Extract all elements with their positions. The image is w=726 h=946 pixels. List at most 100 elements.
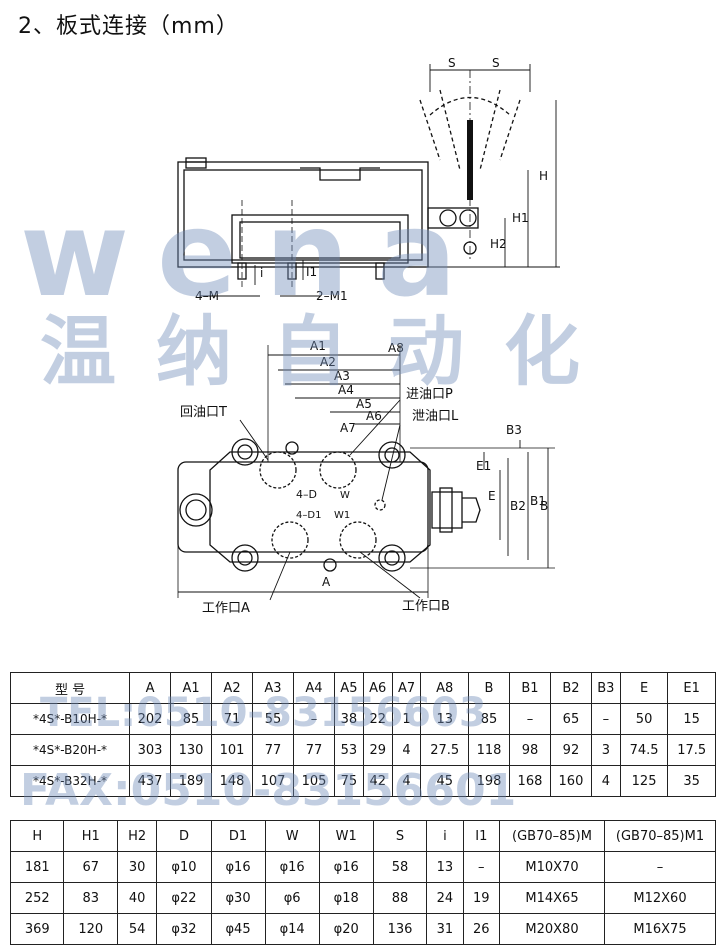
- table-row: 181 67 30 φ10 φ16 φ16 φ16 58 13 – M10X70…: [9, 851, 716, 883]
- label-a1: A1: [310, 339, 326, 353]
- table-header: B3: [590, 672, 621, 704]
- table-cell: 120: [63, 913, 118, 945]
- table-cell: 369: [9, 913, 65, 945]
- table-cell: *4S*-B20H-*: [9, 734, 131, 766]
- table-header: D: [156, 820, 212, 852]
- label-a3: A3: [334, 369, 350, 383]
- label-port-a: 工作口A: [202, 601, 250, 616]
- table-header: i: [426, 820, 464, 852]
- table-header: A3: [252, 672, 294, 704]
- dimension-table-1: 型 号 A A1 A2 A3 A4 A5 A6 A7 A8 B B1 B2 B3…: [9, 672, 716, 797]
- label-a4: A4: [338, 383, 354, 397]
- table-cell: 189: [170, 765, 213, 797]
- table-cell: 50: [619, 703, 669, 735]
- table-cell: 71: [211, 703, 253, 735]
- table-cell: φ16: [210, 851, 266, 883]
- side-view: [177, 64, 560, 297]
- table-cell: M16X75: [604, 913, 716, 945]
- table-cell: 40: [116, 882, 158, 914]
- table-header: A2: [211, 672, 253, 704]
- label-b: B: [540, 499, 548, 513]
- table-cell: 202: [129, 703, 172, 735]
- table-cell: 85: [467, 703, 510, 735]
- table-cell: 118: [467, 734, 510, 766]
- table-header: H2: [116, 820, 158, 852]
- table-cell: M14X65: [499, 882, 605, 914]
- table-cell: 92: [549, 734, 592, 766]
- plan-view: [177, 345, 555, 601]
- table-cell: –: [462, 851, 501, 883]
- table-cell: φ6: [264, 882, 320, 914]
- table-cell: M10X70: [499, 851, 605, 883]
- table-cell: 160: [549, 765, 592, 797]
- label-i: i: [260, 266, 263, 280]
- table-cell: 35: [667, 765, 716, 797]
- table-cell: –: [590, 703, 621, 735]
- label-port-p: 进油口P: [406, 387, 453, 402]
- label-m: 4–M: [195, 289, 219, 303]
- label-a8: A8: [388, 341, 404, 355]
- table-cell: 125: [619, 765, 669, 797]
- table-header: H1: [63, 820, 118, 852]
- table-cell: 168: [508, 765, 551, 797]
- label-h1: H1: [512, 211, 529, 225]
- table-header: A1: [170, 672, 213, 704]
- table-cell: 30: [116, 851, 158, 883]
- label-a: A: [322, 575, 331, 589]
- table-cell: 67: [63, 851, 118, 883]
- table-header-row: H H1 H2 D D1 W W1 S i I1 (GB70–85)M (GB7…: [9, 820, 716, 852]
- table-cell: 27.5: [420, 734, 469, 766]
- table-header: E: [619, 672, 669, 704]
- table-cell: φ45: [210, 913, 266, 945]
- label-b2: B2: [510, 499, 526, 513]
- table-cell: φ16: [264, 851, 320, 883]
- table-cell: 42: [362, 765, 393, 797]
- table-cell: M12X60: [604, 882, 716, 914]
- table-row: *4S*-B32H-* 437 189 148 107 105 75 42 4 …: [9, 765, 716, 797]
- table-cell: 22: [362, 703, 393, 735]
- table-cell: 101: [211, 734, 253, 766]
- table-header: S: [372, 820, 428, 852]
- table-cell: 252: [9, 882, 65, 914]
- label-port-t: 回油口T: [180, 405, 227, 420]
- label-i1: I1: [306, 265, 317, 279]
- label-h2: H2: [490, 237, 507, 251]
- table-cell: 83: [63, 882, 118, 914]
- table-cell: 58: [372, 851, 428, 883]
- table-cell: φ10: [156, 851, 212, 883]
- table-row: *4S*-B10H-* 202 85 71 55 – 38 22 1 13 85…: [9, 703, 716, 735]
- label-s2: S: [492, 56, 500, 70]
- label-b1: B1: [530, 494, 546, 508]
- table-cell: 24: [426, 882, 464, 914]
- table-cell: 4: [391, 765, 422, 797]
- label-s: S: [448, 56, 456, 70]
- table-cell: 148: [211, 765, 253, 797]
- label-m1: 2–M1: [316, 289, 348, 303]
- label-a2: A2: [320, 355, 336, 369]
- table-header: A7: [391, 672, 422, 704]
- label-port-l: 泄油口L: [412, 409, 459, 424]
- table-cell: 74.5: [619, 734, 669, 766]
- table-header: A6: [362, 672, 393, 704]
- table-header: W: [264, 820, 320, 852]
- table-cell: 107: [252, 765, 294, 797]
- table-cell: 181: [9, 851, 65, 883]
- table-cell: 4: [590, 765, 621, 797]
- valve-drawing: S S H H1 H2 i I1 4–M 2–M1 A1 A2 A3 A4 A5…: [177, 56, 560, 616]
- label-b3: B3: [506, 423, 522, 437]
- table-cell: 3: [590, 734, 621, 766]
- table-cell: 198: [467, 765, 510, 797]
- table-cell: –: [508, 703, 551, 735]
- table-header: B: [467, 672, 510, 704]
- table-cell: 437: [129, 765, 172, 797]
- table-cell: φ22: [156, 882, 212, 914]
- table-row: 252 83 40 φ22 φ30 φ6 φ18 88 24 19 M14X65…: [9, 882, 716, 914]
- table-header: A8: [420, 672, 469, 704]
- table-header: (GB70–85)M: [499, 820, 605, 852]
- label-d: 4–D: [296, 488, 317, 501]
- label-h: H: [539, 169, 548, 183]
- table-cell: 130: [170, 734, 213, 766]
- label-w: W: [340, 490, 350, 501]
- table-cell: φ30: [210, 882, 266, 914]
- table-header: (GB70–85)M1: [604, 820, 716, 852]
